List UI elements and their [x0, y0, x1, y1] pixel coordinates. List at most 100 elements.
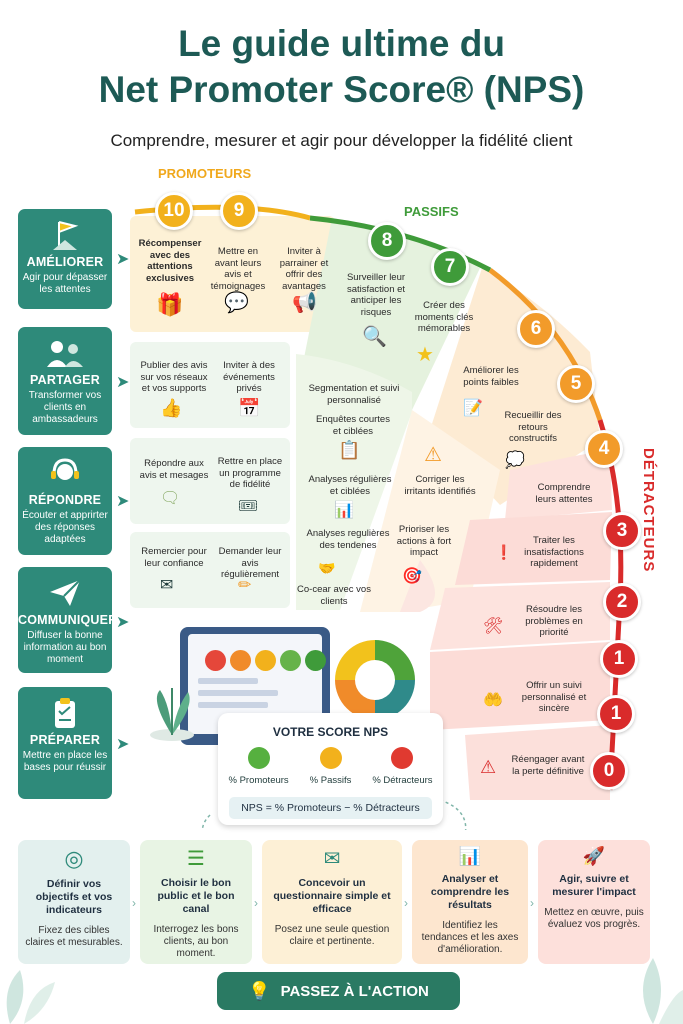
unhappy-face-icon: [230, 650, 251, 671]
rail-partager[interactable]: PARTAGER Transformer vos clients en amba…: [18, 327, 112, 435]
rail-label: PARTAGER: [30, 373, 100, 387]
rail-ameliorer[interactable]: AMÉLIORER Agir pour dépasser les attente…: [18, 209, 112, 309]
rail-preparer[interactable]: PRÉPARER Mettre en place les bases pour …: [18, 687, 112, 799]
promoter-action: Inviter à des événements privés: [223, 360, 275, 394]
step-chevron: ›: [530, 896, 534, 910]
step-title: Définir vos objectifs et vos indicateurs: [35, 878, 113, 916]
step-desc: Identifiez les tendances et les axes d'a…: [421, 920, 519, 955]
checklist-icon: 📋: [338, 440, 361, 460]
passive-action: Analyses régulières et ciblées: [308, 474, 392, 497]
promoter-action: Répondre aux avis et mesages: [139, 458, 209, 481]
exclamation-icon: ❗: [495, 544, 513, 560]
neutral-action: Recueillir des retours constructifs: [504, 410, 562, 444]
very-happy-face-icon: [305, 650, 326, 671]
gift-icon: 🎁: [156, 292, 184, 317]
unhappy-face-icon: [391, 747, 414, 769]
neutral-face-icon: [319, 747, 342, 769]
score-circle-0: 0: [590, 752, 628, 790]
very-unhappy-face-icon: [205, 650, 226, 671]
passive-action: Enquêtes courtes et ciblées: [316, 414, 390, 437]
passives-label: % Passifs: [309, 775, 352, 786]
star-icon: ★: [416, 344, 434, 366]
step-desc: Interrogez les bons clients, au bon mome…: [153, 924, 239, 959]
clipboard-icon: [18, 693, 112, 733]
target-small-icon: 🎯: [402, 568, 422, 585]
label-promoters: PROMOTEURS: [158, 166, 252, 181]
tools-icon: 🛠: [483, 618, 504, 635]
step-desc: Fixez des cibles claires et mesurables.: [25, 925, 123, 948]
speech-icon: 🗨: [160, 490, 181, 507]
rail-label: PRÉPARER: [29, 733, 101, 747]
detractors-metric: % Détracteurs: [372, 747, 433, 786]
bars-icon: 📊: [334, 502, 354, 519]
promoters-metric: % Promoteurs: [228, 747, 289, 786]
rail-arrow: ➤: [116, 493, 130, 510]
nps-arc-diagram: [130, 204, 624, 830]
detractor-band-2: [455, 512, 612, 585]
call-to-action-button[interactable]: 💡 PASSEZ À L'ACTION: [217, 972, 460, 1010]
detractor-band-5: [465, 725, 610, 800]
score-circle-1b: 1: [597, 695, 635, 733]
score-circle-7: 7: [431, 248, 469, 286]
page-title-line2: Net Promoter Score® (NPS): [98, 69, 585, 110]
step-desc: Mettez en œuvre, puis évaluez vos progrè…: [544, 907, 644, 930]
rail-desc: Diffuser la bonne information au bon mom…: [23, 630, 107, 665]
neutral-action: Corriger les irritants identifiés: [404, 474, 476, 497]
heart-hands-icon: 🤲: [483, 692, 503, 709]
rail-label: AMÉLIORER: [26, 255, 104, 269]
step-chevron: ›: [404, 896, 408, 910]
passive-action: Segmentation et suivi personnalisé: [308, 383, 400, 406]
rail-label: RÉPONDRE: [28, 493, 102, 507]
promoter-action: Publier des avis sur vos réseaux et vos …: [140, 360, 208, 394]
rail-repondre[interactable]: RÉPONDRE Écouter et apprirter des répons…: [18, 447, 112, 555]
bar-chart-icon: 📊: [458, 846, 482, 866]
promoter-panel-1: [130, 216, 335, 332]
donut-chart-icon: [335, 640, 415, 720]
rail-arrow: ➤: [116, 251, 130, 268]
rail-desc: Mettre en place les bases pour réussir: [22, 750, 108, 773]
rail-desc: Transformer vos clients en ambassadeurs: [28, 390, 102, 425]
promoter-action: Inviter à parrainer et offrir des avanta…: [279, 246, 329, 292]
rail-arrow: ➤: [116, 614, 130, 631]
envelope-icon: ✉: [323, 848, 341, 870]
feedback-icon: 💭: [505, 452, 525, 469]
card-icon: 🎟: [238, 498, 259, 515]
envelope-heart-icon: ✉: [160, 577, 174, 594]
step-title: Choisir le bon public et le bon canal: [157, 877, 235, 915]
label-detractors: DÉTRACTEURS: [640, 448, 657, 573]
pencil-icon: ✏: [238, 577, 252, 594]
detractor-band-3: [430, 582, 610, 650]
passive-action: Co-cear avec vos clients: [297, 584, 371, 607]
target-icon: ◎: [64, 846, 84, 871]
warning-red-icon: ⚠: [480, 757, 497, 777]
step-objectives: ◎ Définir vos objectifs et vos indicateu…: [18, 840, 130, 964]
nps-formula: NPS = % Promoteurs − % Détracteurs: [229, 797, 432, 819]
score-circle-8: 8: [368, 222, 406, 260]
step-title: Concevoir un questionnaire simple et eff…: [273, 877, 391, 915]
chat-bubble-icon: 💬: [224, 292, 249, 314]
score-circle-10: 10: [155, 192, 193, 230]
calendar-icon: 📅: [238, 398, 261, 418]
step-chevron: ›: [254, 896, 258, 910]
step-desc: Posez une seule question claire et perti…: [274, 924, 390, 947]
step-questionnaire: ✉ Concevoir un questionnaire simple et e…: [262, 840, 402, 964]
lightbulb-icon: 💡: [248, 980, 271, 1001]
score-card-title: VOTRE SCORE NPS: [272, 725, 389, 739]
passive-action: Créer des moments clés mémorables: [414, 300, 474, 334]
rail-arrow: ➤: [116, 374, 130, 391]
megaphone-icon: 📢: [292, 292, 317, 314]
score-circle-3: 3: [603, 512, 641, 550]
rail-arrow: ➤: [116, 736, 130, 753]
flag-icon: [18, 215, 112, 255]
page-title-line1: Le guide ultime du: [178, 23, 505, 64]
rail-communiquer[interactable]: COMMUNIQUER Diffuser la bonne informatio…: [18, 567, 117, 673]
passive-action: Surveiller leur satisfaction et anticipe…: [346, 272, 406, 318]
plant-illustration: [150, 688, 194, 741]
promoter-action: Rettre en place un programme de fidélité: [217, 456, 283, 490]
rail-desc: Agir pour dépasser les attentes: [22, 272, 108, 295]
happy-face-icon: [280, 650, 301, 671]
label-passives: PASSIFS: [404, 204, 459, 219]
detractor-band-4: [430, 642, 610, 730]
people-icon: [18, 333, 112, 373]
arc-neutral: [488, 268, 603, 421]
